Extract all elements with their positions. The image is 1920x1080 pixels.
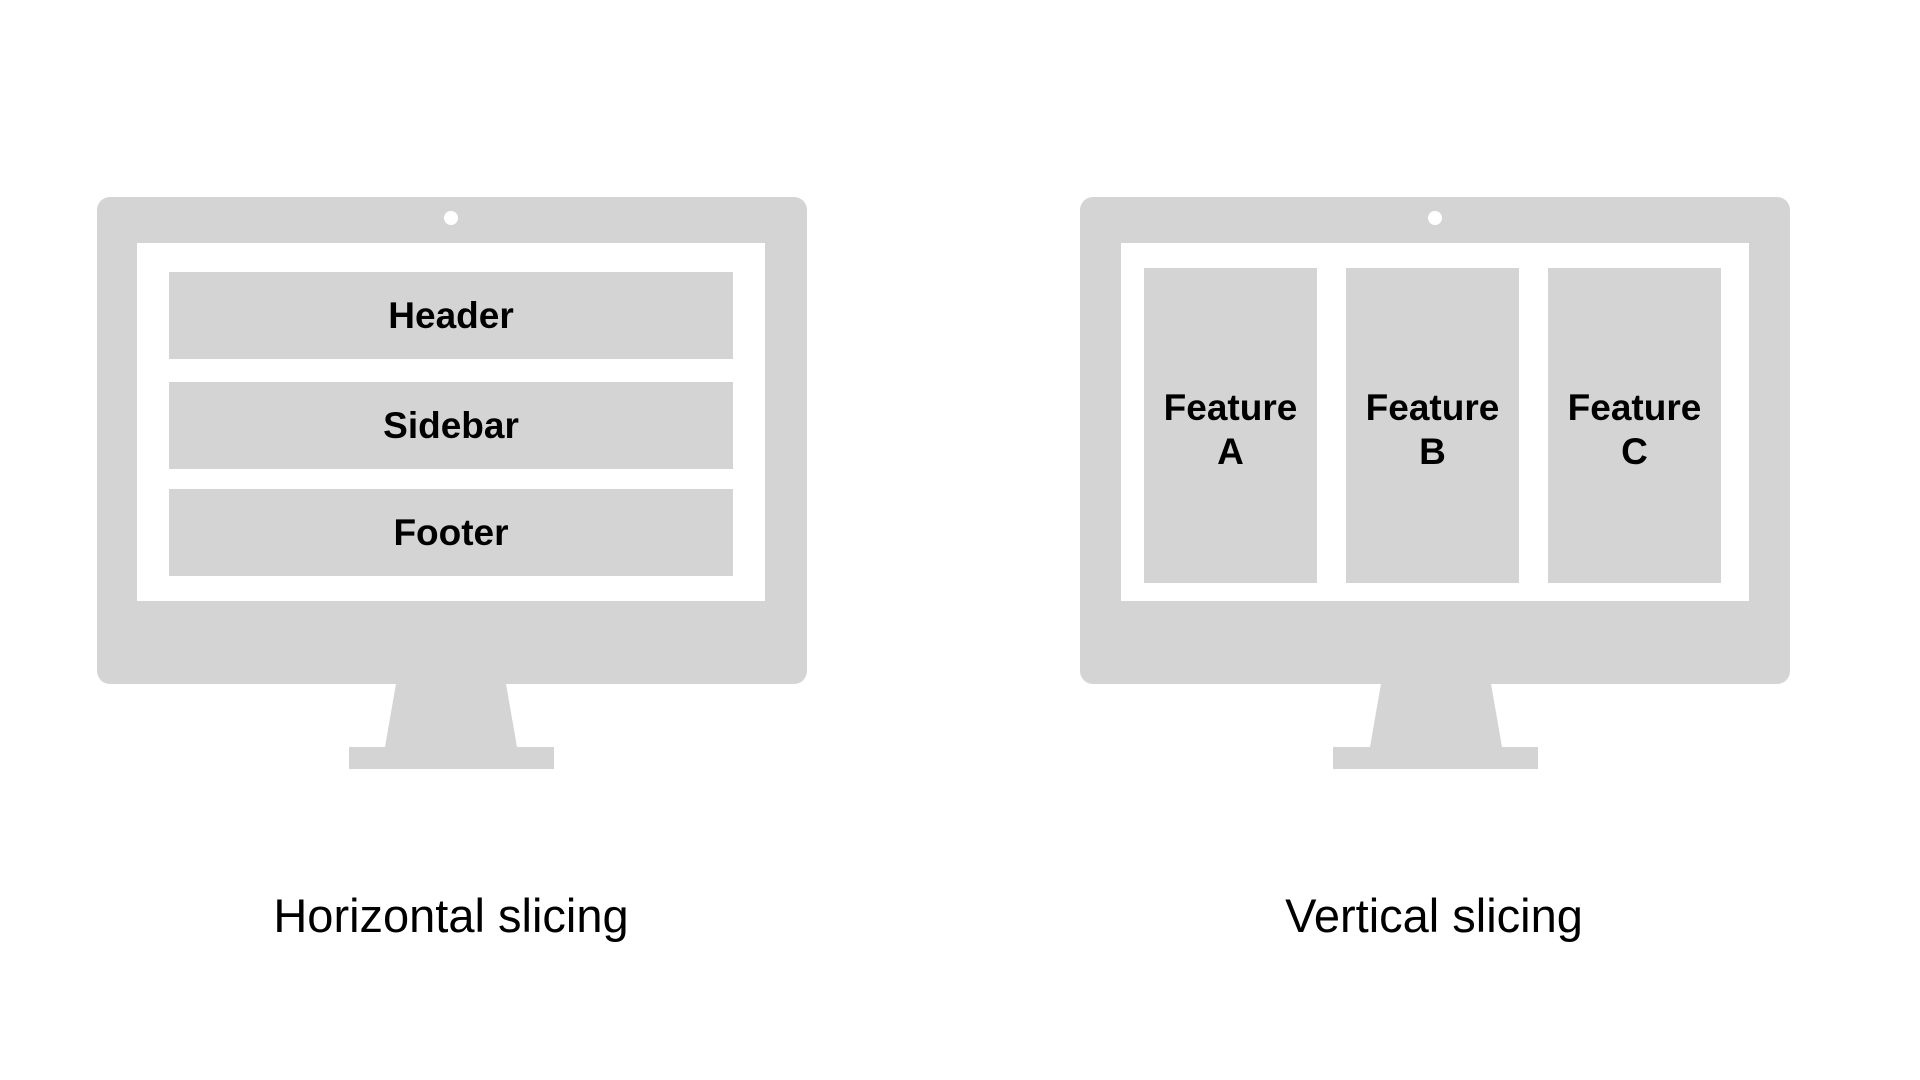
feature-b-slice: Feature B [1346,268,1519,583]
feature-letter: B [1419,431,1446,472]
footer-slice: Footer [169,489,733,576]
feature-a-slice: Feature A [1144,268,1317,583]
horizontal-slicing-caption: Horizontal slicing [273,889,629,942]
feature-c-slice: Feature C [1548,268,1721,583]
monitor-stand-base [1333,747,1538,769]
camera-dot [444,211,458,225]
monitor-stand-neck [385,684,517,747]
vertical-slicing-caption: Vertical slicing [1285,889,1583,942]
sidebar-slice: Sidebar [169,382,733,469]
feature-letter: C [1621,431,1648,472]
header-slice: Header [169,272,733,359]
monitor-stand-neck [1370,684,1502,747]
camera-dot [1428,211,1442,225]
monitor-stand-base [349,747,554,769]
feature-letter: A [1217,431,1244,472]
feature-label: Feature [1365,387,1500,428]
feature-label: Feature [1567,387,1702,428]
feature-label: Feature [1163,387,1298,428]
